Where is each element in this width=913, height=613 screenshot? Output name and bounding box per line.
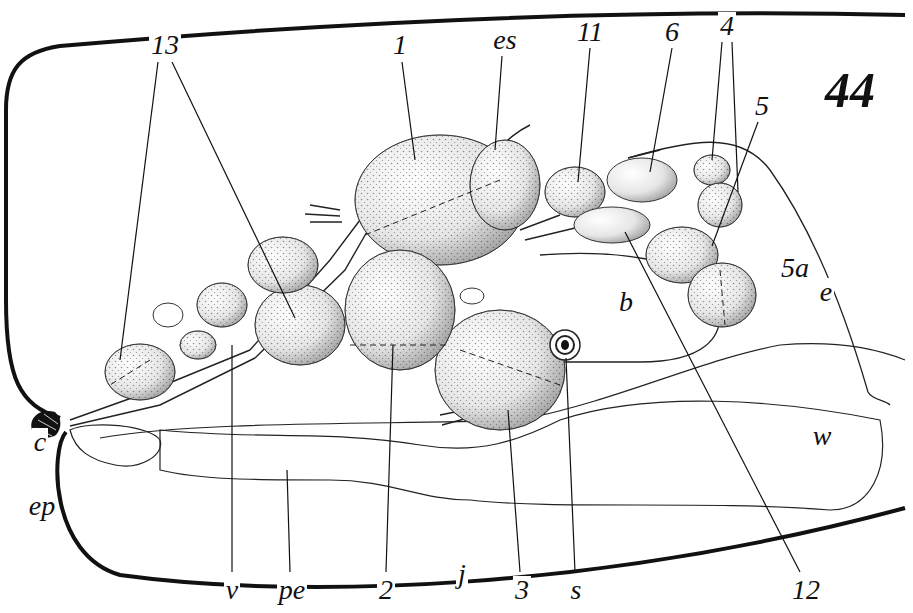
callout-label: s: [569, 576, 584, 604]
callout-label: pe: [277, 576, 307, 604]
callout-label: w: [811, 422, 834, 450]
figure-number: 44: [823, 65, 877, 115]
callout-label: b: [617, 288, 635, 316]
callout-label: 5: [753, 92, 771, 120]
callout-label: 1: [391, 31, 409, 59]
callout-label: v: [224, 576, 240, 604]
callout-label: 2: [377, 576, 395, 604]
callout-label: e: [818, 278, 834, 306]
callout-label: c: [32, 428, 48, 456]
callout-label: 13: [149, 31, 181, 59]
callout-label: 6: [663, 18, 681, 46]
callout-label: 11: [575, 18, 605, 46]
callout-label: es: [491, 26, 518, 54]
callout-label: 12: [790, 576, 822, 604]
callout-label: 4: [718, 12, 736, 40]
callout-label: 5a: [779, 254, 811, 282]
callout-label: ep: [27, 492, 57, 520]
callout-label: 3: [513, 576, 531, 604]
callout-label: j: [456, 560, 468, 588]
